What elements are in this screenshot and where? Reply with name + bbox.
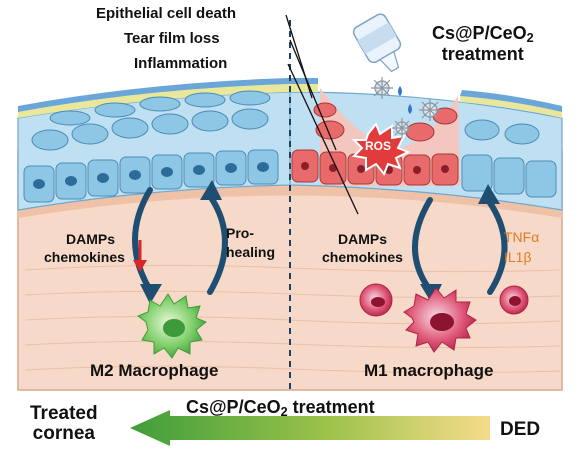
treatment-gradient-arrow (130, 410, 490, 446)
m1-macrophage-small-icon (359, 283, 393, 317)
bottom-treatment-sub: 2 (280, 405, 288, 420)
cell-nuclei-left (33, 162, 269, 189)
ded-label: DED (500, 419, 541, 440)
nanoparticle-icon (371, 77, 441, 138)
healing-label: healing (226, 244, 276, 260)
damaged-nuclei (301, 162, 449, 174)
callout-tear-film-loss: Tear film loss (124, 30, 220, 47)
tnf-alpha-label: TNFα (504, 229, 540, 245)
right-arrow-head-up (478, 184, 500, 204)
left-arrow-head-up (200, 180, 222, 200)
m2-macrophage-icon (136, 293, 207, 359)
tear-film-left (18, 84, 290, 118)
left-flow-arrows (132, 187, 228, 295)
treated-line1: Treated (30, 403, 98, 424)
pro-label: Pro- (226, 225, 254, 241)
left-arrow-head-down (140, 284, 162, 304)
treated-line2: cornea (32, 422, 95, 444)
callout-inflammation: Inflammation (134, 55, 228, 72)
epithelial-cells-left (23, 90, 279, 203)
m1-macrophage-icon (403, 287, 477, 353)
treatment-header: Cs@P/CeO2 treatment (432, 24, 534, 64)
treatment-header-main: Cs@P/CeO (432, 23, 527, 43)
treated-cornea-label: Treated cornea (30, 404, 98, 444)
eye-drop-bottle-icon (352, 13, 402, 73)
right-chemokines: chemokines (322, 249, 403, 265)
drop-icons (398, 86, 412, 114)
m1-macrophage-label: M1 macrophage (364, 361, 494, 380)
right-flow-arrows (412, 197, 508, 295)
m2-macrophage-label: M2 Macrophage (90, 361, 219, 380)
treatment-header-line2: treatment (441, 44, 524, 65)
m1-macrophage-small-icon (499, 285, 529, 315)
ros-label: ROS (365, 139, 392, 153)
epithelial-cells-right (461, 119, 557, 198)
callout-lines (285, 14, 359, 215)
left-chemokines: chemokines (44, 249, 125, 265)
bottom-treatment-main: Cs@P/CeO (186, 397, 281, 417)
bottom-treatment-label: Cs@P/CeO2 treatment (186, 398, 375, 419)
down-arrow-icon (133, 240, 147, 272)
il1b-label: IL1β (504, 249, 532, 265)
callout-epithelial-cell-death: Epithelial cell death (96, 5, 237, 22)
bottom-treatment-suffix: treatment (287, 397, 375, 417)
treatment-header-sub: 2 (526, 31, 534, 46)
right-damps: DAMPs (338, 231, 388, 247)
left-damps: DAMPs (66, 231, 116, 247)
